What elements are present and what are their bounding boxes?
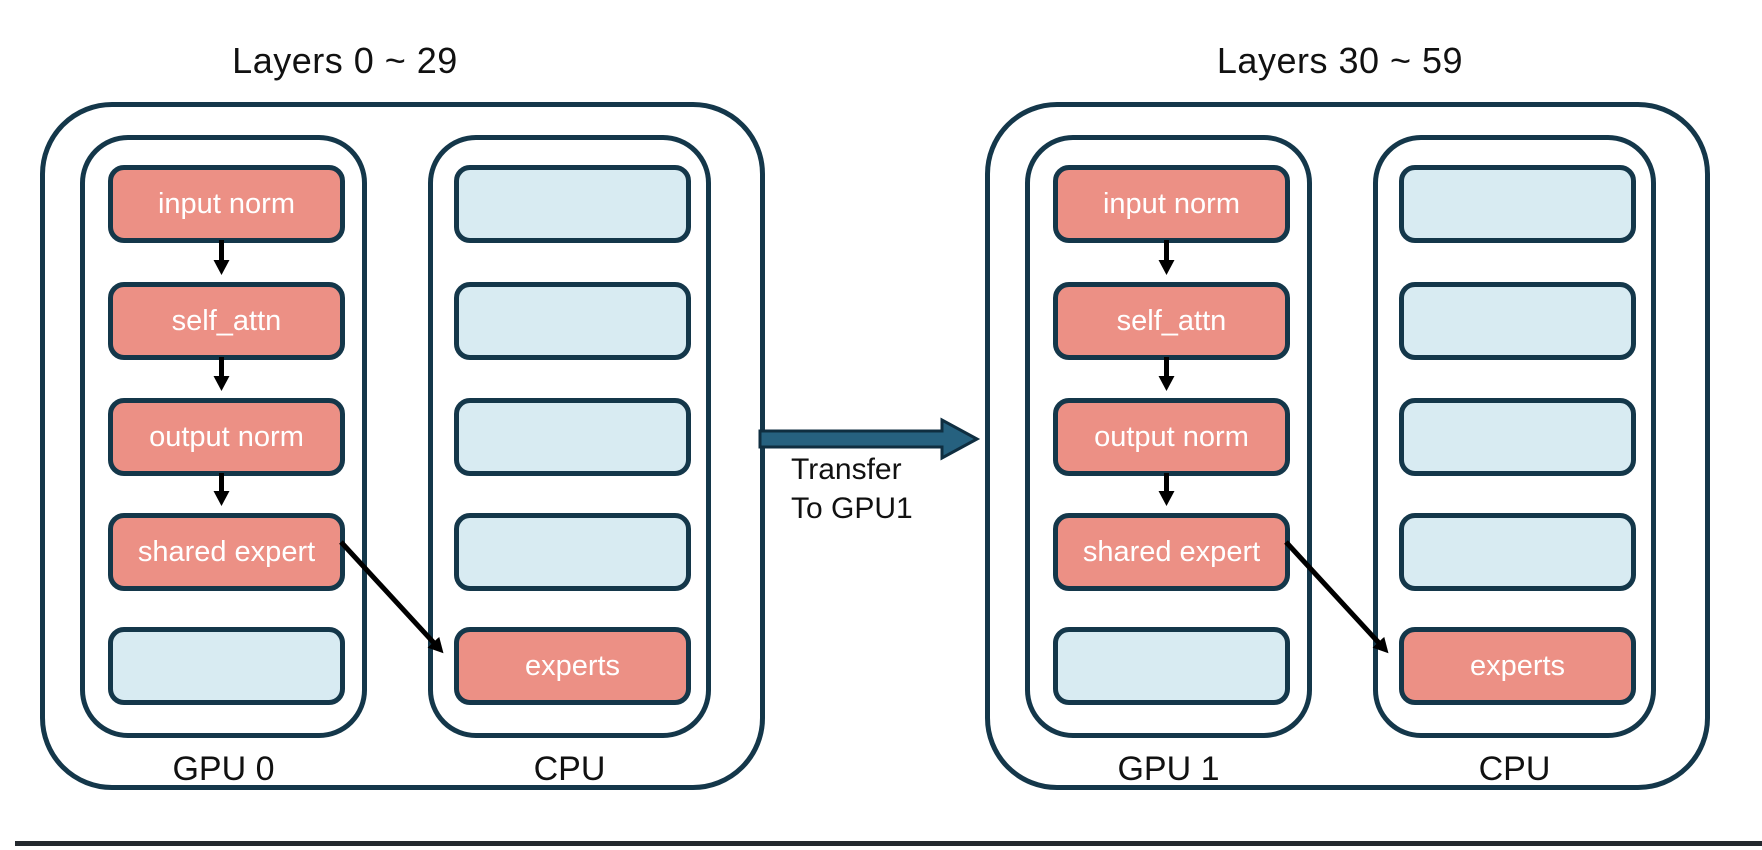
group0-container: input norm self_attn output norm shared … — [40, 102, 765, 790]
group1-gpu-input-norm: input norm — [1053, 165, 1290, 243]
group1-gpu-output-norm: output norm — [1053, 398, 1290, 476]
group0-cpu-experts: experts — [454, 627, 691, 705]
group0-cpu-empty-slot-4 — [454, 513, 691, 591]
group0-gpu-self-attn: self_attn — [108, 282, 345, 360]
group0-title: Layers 0 ~ 29 — [232, 40, 458, 81]
group0-gpu-empty-slot — [108, 627, 345, 705]
group0-gpu-input-norm: input norm — [108, 165, 345, 243]
group0-gpu-output-norm: output norm — [108, 398, 345, 476]
group0-cpu-label: CPU — [533, 750, 606, 788]
group1-cpu-label: CPU — [1478, 750, 1551, 788]
transfer-label-line2: To GPU1 — [791, 492, 913, 525]
group1-title: Layers 30 ~ 59 — [1216, 40, 1464, 81]
group1-gpu-label: GPU 1 — [1117, 750, 1220, 788]
transfer-label: Transfer To GPU1 — [791, 450, 913, 528]
group1-cpu-experts: experts — [1399, 627, 1636, 705]
group1-cpu-empty-slot-2 — [1399, 282, 1636, 360]
slide-bottom-border — [15, 841, 1762, 846]
group1-cpu-empty-slot-1 — [1399, 165, 1636, 243]
group1-cpu-empty-slot-4 — [1399, 513, 1636, 591]
group0-cpu-empty-slot-2 — [454, 282, 691, 360]
group1-gpu-self-attn: self_attn — [1053, 282, 1290, 360]
group1-cpu-empty-slot-3 — [1399, 398, 1636, 476]
group0-cpu-empty-slot-3 — [454, 398, 691, 476]
group0-cpu-empty-slot-1 — [454, 165, 691, 243]
group0-gpu-label: GPU 0 — [172, 750, 275, 788]
group1-container: input norm self_attn output norm shared … — [985, 102, 1710, 790]
group1-gpu-shared-expert: shared expert — [1053, 513, 1290, 591]
group1-gpu-empty-slot — [1053, 627, 1290, 705]
transfer-label-line1: Transfer — [791, 453, 902, 486]
group0-gpu-shared-expert: shared expert — [108, 513, 345, 591]
